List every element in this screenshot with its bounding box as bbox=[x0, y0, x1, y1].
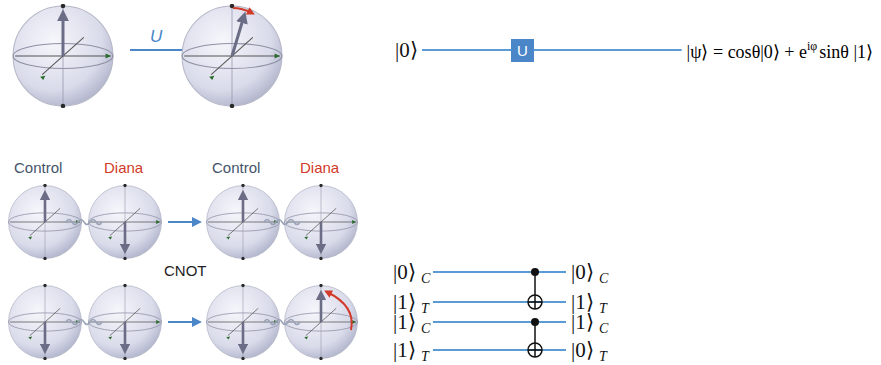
gate-label: U bbox=[517, 43, 528, 58]
state-formula: |ψ⟩ = cosθ|0⟩ + eiφsinθ |1⟩ bbox=[685, 40, 875, 61]
subscript: T bbox=[421, 302, 429, 316]
subscript: C bbox=[599, 272, 608, 286]
ket: |1⟩ bbox=[571, 292, 594, 313]
formula-part: sinθ |1⟩ bbox=[819, 42, 873, 62]
qubit-name: Control bbox=[212, 160, 260, 175]
ket: |0⟩ bbox=[571, 340, 594, 361]
ket: |0⟩ bbox=[571, 262, 594, 283]
subscript: T bbox=[421, 350, 429, 364]
formula-part: iφ bbox=[807, 39, 817, 53]
ket: |1⟩ bbox=[393, 340, 416, 361]
subscript: C bbox=[421, 322, 430, 336]
ket: |1⟩ bbox=[393, 312, 416, 333]
qubit-name: Control bbox=[14, 160, 62, 175]
ket: |1⟩ bbox=[571, 312, 594, 333]
subscript: C bbox=[421, 272, 430, 286]
arrow-label: U bbox=[150, 28, 162, 45]
qubit-name: Diana bbox=[104, 160, 143, 175]
ket: |1⟩ bbox=[393, 292, 416, 313]
qubit-name: Diana bbox=[300, 160, 339, 175]
gate-name: CNOT bbox=[164, 263, 207, 278]
gate-box: U bbox=[511, 39, 534, 62]
ket: |0⟩ bbox=[395, 40, 418, 61]
ket: |0⟩ bbox=[393, 262, 416, 283]
subscript: T bbox=[599, 302, 607, 316]
formula-part: |ψ⟩ = cosθ|0⟩ + e bbox=[687, 42, 807, 62]
subscript: C bbox=[599, 322, 608, 336]
subscript: T bbox=[599, 350, 607, 364]
